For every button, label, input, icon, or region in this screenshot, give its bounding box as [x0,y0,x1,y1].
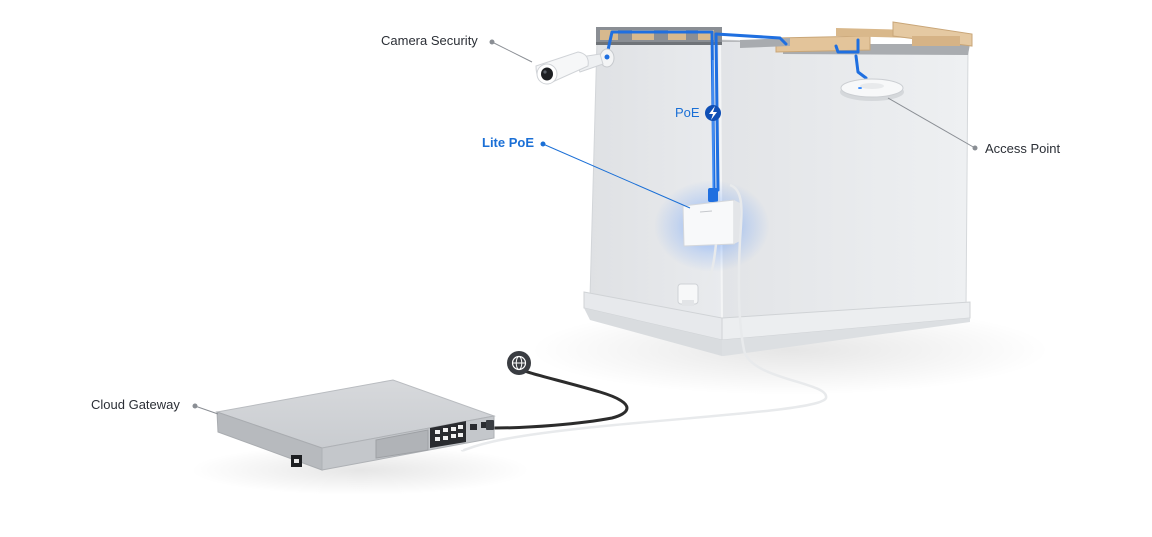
leader-lines [194,41,976,415]
security-camera[interactable] [535,51,604,85]
wall-framing [596,21,973,53]
camera-security-label: Camera Security [381,33,478,48]
access-point[interactable] [840,78,904,101]
poe-label: PoE [675,105,700,120]
lite-poe-leader-dot [540,141,546,147]
power-cable [460,183,828,452]
access-point-label: Access Point [985,141,1061,156]
lightning-bolt-icon [705,105,721,121]
power-adapter [677,283,699,306]
lite-poe-switch[interactable] [682,188,740,247]
lite-poe-label: Lite PoE [482,135,535,150]
gateway-leader-dot [192,403,198,409]
globe-icon [507,351,531,375]
cloud-gateway[interactable] [215,379,496,471]
wall-block [583,39,971,356]
internet-cable [492,366,629,430]
camera-mount [599,48,615,68]
access-point-leader-dot [972,145,978,151]
camera-leader-dot [489,39,495,45]
cloud-gateway-label: Cloud Gateway [91,397,180,412]
gateway-shadow [190,445,530,495]
